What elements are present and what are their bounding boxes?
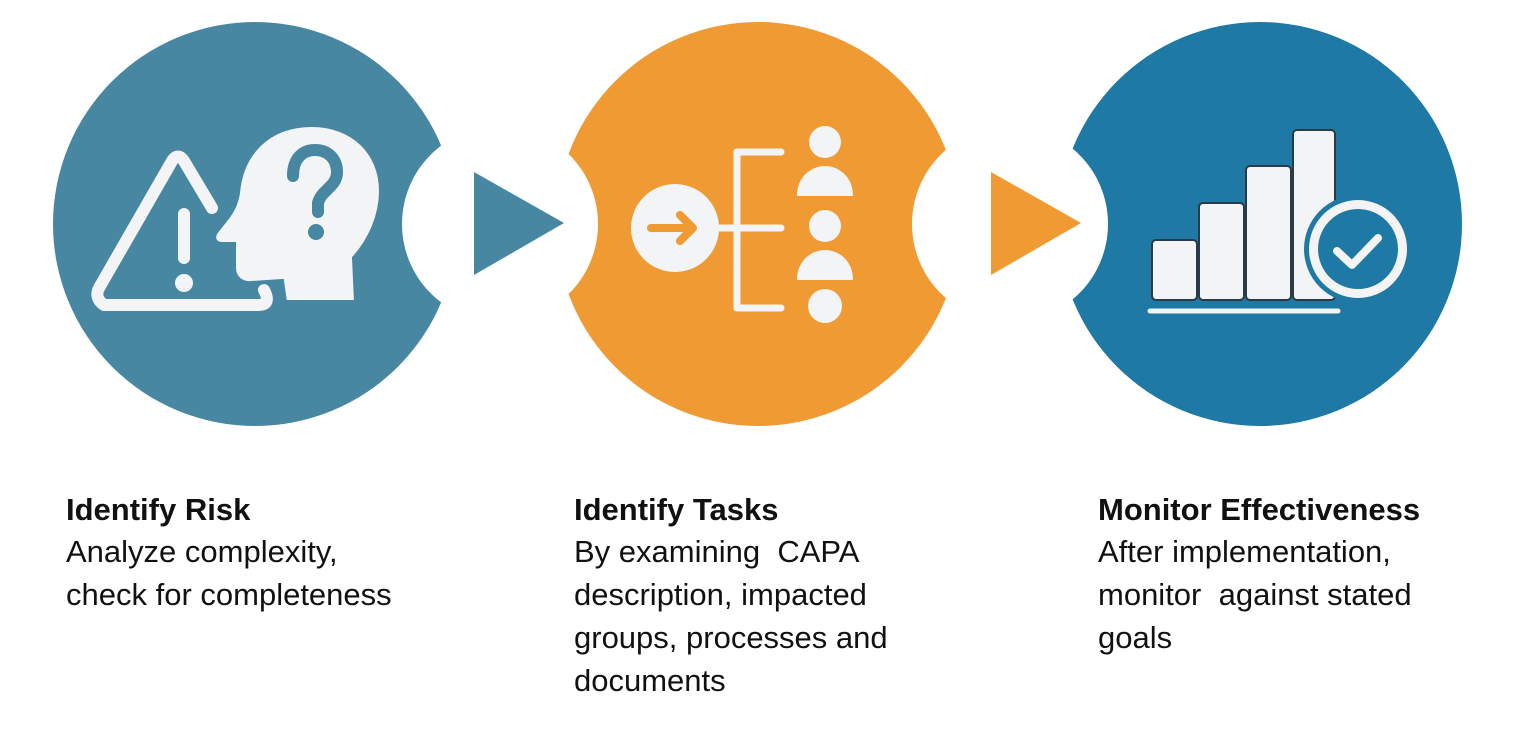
step-3-description-line-3: goals [1098,620,1173,655]
step-2-description-line-4: documents [574,663,726,698]
step-2-circle [556,22,960,426]
step-1-description-line-2: check for completeness [66,577,392,612]
step-1-description-line-1: Analyze complexity, [66,534,338,569]
step-2-text: Identify Tasks By examining CAPA descrip… [574,490,974,702]
connector-2-play-arrow-icon [991,172,1081,275]
step-1-title: Identify Risk [66,492,251,527]
step-2-title: Identify Tasks [574,492,779,527]
bar-chart-check-icon [1147,129,1412,314]
step-2-description-line-1: By examining CAPA [574,534,860,569]
step-1-text: Identify Risk Analyze complexity, check … [66,490,466,616]
risk-warning-head-question-icon [91,122,384,311]
step-3-description-line-2: monitor against stated [1098,577,1412,612]
process-flow-graphic [53,22,1462,426]
step-3-text: Monitor Effectiveness After implementati… [1098,490,1508,659]
step-3-description-line-1: After implementation, [1098,534,1391,569]
connector-1-play-arrow-icon [474,172,564,275]
task-breakdown-arrow-icon [631,126,853,323]
step-2-description-line-2: description, impacted [574,577,867,612]
step-2-description-line-3: groups, processes and [574,620,888,655]
step-3-title: Monitor Effectiveness [1098,492,1421,527]
